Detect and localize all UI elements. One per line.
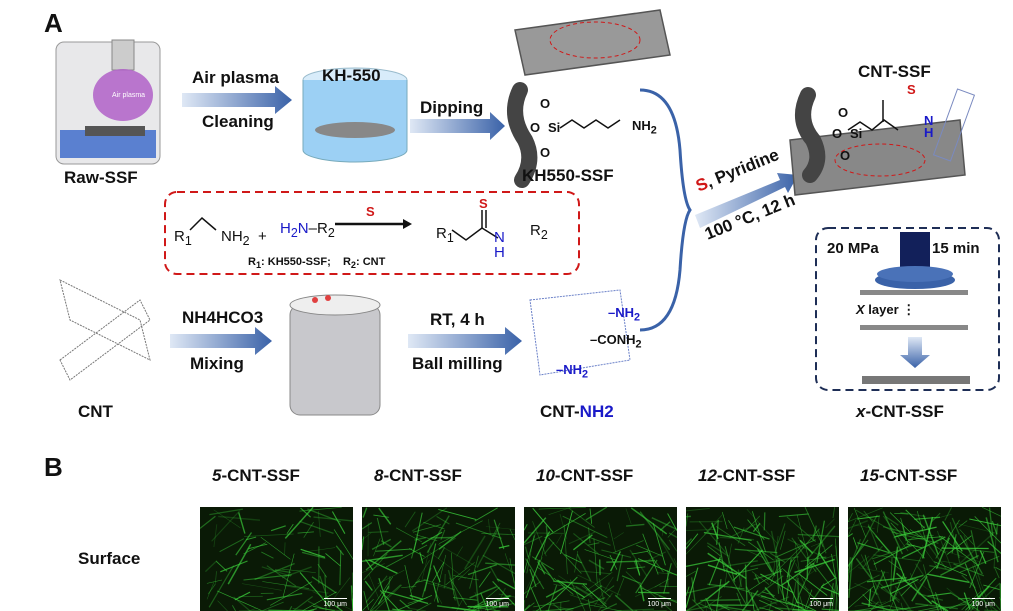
- product-s: S: [479, 196, 488, 211]
- cnt-nh2-label: CNT-NH2: [540, 402, 614, 421]
- reactant-2: H2N–R2: [280, 220, 335, 240]
- reaction-legend: R1: KH550-SSF; R2: CNT: [248, 256, 386, 271]
- merge-bracket: [639, 88, 692, 332]
- step2-label: Dipping: [420, 98, 484, 117]
- micrograph-5: 100 μm: [200, 507, 353, 611]
- product-r2: R2: [530, 222, 548, 242]
- mix-bottom: Mixing: [190, 354, 244, 373]
- raw-ssf-label: Raw-SSF: [64, 168, 138, 187]
- mix-top: NH4HCO3: [182, 308, 264, 327]
- scale-bar: 100 μm: [647, 598, 671, 608]
- scale-bar: 100 μm: [485, 598, 509, 608]
- micrograph-8: 100 μm: [362, 507, 515, 611]
- scale-bar: 100 μm: [809, 598, 833, 608]
- sample-title: 12-CNT-SSF: [698, 466, 796, 485]
- sulfur-reagent: S: [366, 204, 375, 219]
- ssf-mat-icon: [514, 9, 966, 196]
- cnt-tube-icon: [932, 88, 976, 162]
- arrow-5: [695, 173, 798, 228]
- sample-title: 15-CNT-SSF: [860, 466, 958, 485]
- press-icon: [860, 232, 970, 384]
- cnt-nh2-suffix: NH2: [579, 402, 614, 421]
- kh550-ssf-label: KH550-SSF: [522, 166, 614, 185]
- cnt-nh2-icon: [529, 289, 631, 376]
- fiber-icon: [795, 87, 826, 183]
- down-arrow: [900, 337, 930, 368]
- panel-label-a: A: [44, 8, 63, 38]
- o-atom: O: [840, 148, 851, 163]
- micrograph-12: 100 μm: [686, 507, 839, 611]
- o-atom: O: [832, 126, 843, 141]
- arrow-4: [408, 327, 522, 355]
- sample-title: 8-CNT-SSF: [374, 466, 462, 485]
- kh550-beaker-icon: [302, 67, 408, 163]
- scale-bar: 100 μm: [323, 598, 347, 608]
- cnt-label: CNT: [78, 402, 113, 421]
- step1-bottom: Cleaning: [202, 112, 274, 131]
- x-cnt-ssf-label: x-CNT-SSF: [856, 402, 944, 421]
- plasma-chamber-icon: [55, 39, 161, 165]
- row-label-surface: Surface: [78, 549, 141, 568]
- micrograph-15: 100 μm: [848, 507, 1001, 611]
- fiber-icon: [507, 82, 538, 188]
- product-r1: R1: [436, 225, 454, 245]
- time-label: 15 min: [932, 240, 980, 257]
- nh2-group: –NH2: [608, 305, 641, 324]
- o-atom: O: [540, 96, 551, 111]
- o-atom: O: [838, 105, 849, 120]
- sample-title: 10-CNT-SSF: [536, 466, 634, 485]
- kh550-label: KH-550: [322, 66, 381, 85]
- reactant-1: R1 NH2 +: [174, 228, 267, 248]
- cnt-icon: [59, 279, 151, 381]
- sample-title: 5-CNT-SSF: [212, 466, 300, 485]
- ball-mill-icon: [289, 294, 381, 416]
- mill-top: RT, 4 h: [430, 310, 485, 329]
- o-atom: O: [530, 120, 541, 135]
- layer-label: X layer ⋮: [856, 302, 916, 317]
- hot-press-box: [815, 227, 1000, 391]
- scale-bar: 100 μm: [971, 598, 995, 608]
- pressure-label: 20 MPa: [827, 240, 879, 257]
- mill-bottom: Ball milling: [412, 354, 503, 373]
- plasma-label: Air plasma: [112, 92, 146, 99]
- nh2-group: NH2: [632, 118, 657, 137]
- si-atom: Si: [548, 120, 561, 135]
- cnt-ssf-label: CNT-SSF: [858, 62, 931, 81]
- step1-top: Air plasma: [192, 68, 279, 87]
- arrow-1: [182, 86, 292, 114]
- si-atom: Si: [850, 126, 863, 141]
- conh2-group: –CONH2: [590, 332, 642, 351]
- panel-label-b: B: [44, 452, 63, 482]
- thione-s: S: [907, 82, 916, 97]
- nh2-group: –NH2: [556, 362, 589, 381]
- arrow-3: [170, 327, 272, 355]
- micrograph-10: 100 μm: [524, 507, 677, 611]
- o-atom: O: [540, 145, 551, 160]
- reaction-box: [164, 191, 580, 275]
- arrow-2: [410, 112, 505, 140]
